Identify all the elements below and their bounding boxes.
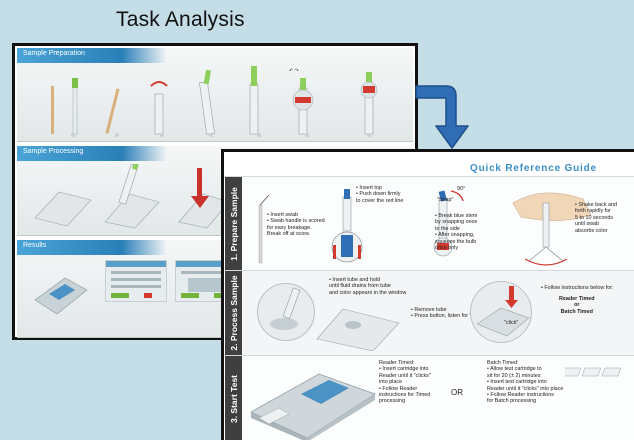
section-label: 1. Prepare Sample: [225, 177, 242, 270]
start-test-section: 3. Start Test Reader Timed: • Insert car…: [225, 355, 634, 440]
quick-reference-title: Quick Reference Guide: [470, 163, 597, 174]
sample-preparation-strip: Sample Preparation: [17, 48, 413, 142]
insert-tube-illustration: [257, 283, 315, 341]
section-label: 2. Process Sample: [225, 271, 242, 355]
cartridge-row-illustration: [565, 367, 622, 377]
note-insert-tube: • Insert tube and hold until fluid drain…: [329, 277, 407, 296]
sample-preparation-illustration: ↶ ↷: [51, 66, 378, 135]
prepare-sample-section: 1. Prepare Sample • Insert: [225, 176, 634, 270]
note-batch-timed: Batch Timed: • Allow test cartridge to s…: [487, 360, 564, 405]
page-title: Task Analysis: [116, 8, 245, 31]
reader-device-illustration: [250, 373, 376, 440]
note-click: "click": [504, 320, 519, 326]
prepare-sample-illustration: [258, 189, 592, 266]
cartridge-illustration: [316, 308, 400, 351]
note-follow-instructions: • Follow instructions below for:: [541, 285, 614, 291]
strip-tab-results: Results: [17, 240, 167, 255]
strip-tab-sample-preparation: Sample Preparation: [17, 48, 167, 63]
press-button-illustration: [470, 281, 532, 343]
section-label: 3. Start Test: [225, 356, 242, 440]
svg-text:↶ ↷: ↶ ↷: [289, 68, 300, 74]
curved-arrow-icon: [415, 85, 469, 149]
note-insert-top: • Insert top • Push down firmly to cover…: [356, 185, 404, 204]
note-timed-options: Reader Timed or Batch Timed: [559, 296, 595, 315]
note-snap: "Snap": [437, 197, 454, 203]
note-angle: 90°: [457, 186, 466, 192]
strip-tab-sample-processing: Sample Processing: [17, 146, 167, 161]
note-reader-timed: Reader Timed: • Insert cartridge into Re…: [379, 360, 431, 405]
note-shake: • Shake back and forth rapidly for 5 to …: [575, 202, 618, 234]
note-break-stem: • Break blue stem by snapping once to th…: [435, 213, 478, 252]
quick-reference-guide-panel: Quick Reference Guide 1. Prepare Sample: [221, 149, 634, 440]
process-sample-section: 2. Process Sample • Insert tube and hold…: [225, 270, 634, 355]
reader-device-illustration: [34, 277, 88, 315]
reader-screen-1: [105, 260, 167, 302]
or-divider: OR: [451, 388, 463, 397]
note-insert-swab: • Insert swab • Swab handle is scored fo…: [267, 212, 325, 238]
sample-processing-illustration: [34, 164, 229, 229]
